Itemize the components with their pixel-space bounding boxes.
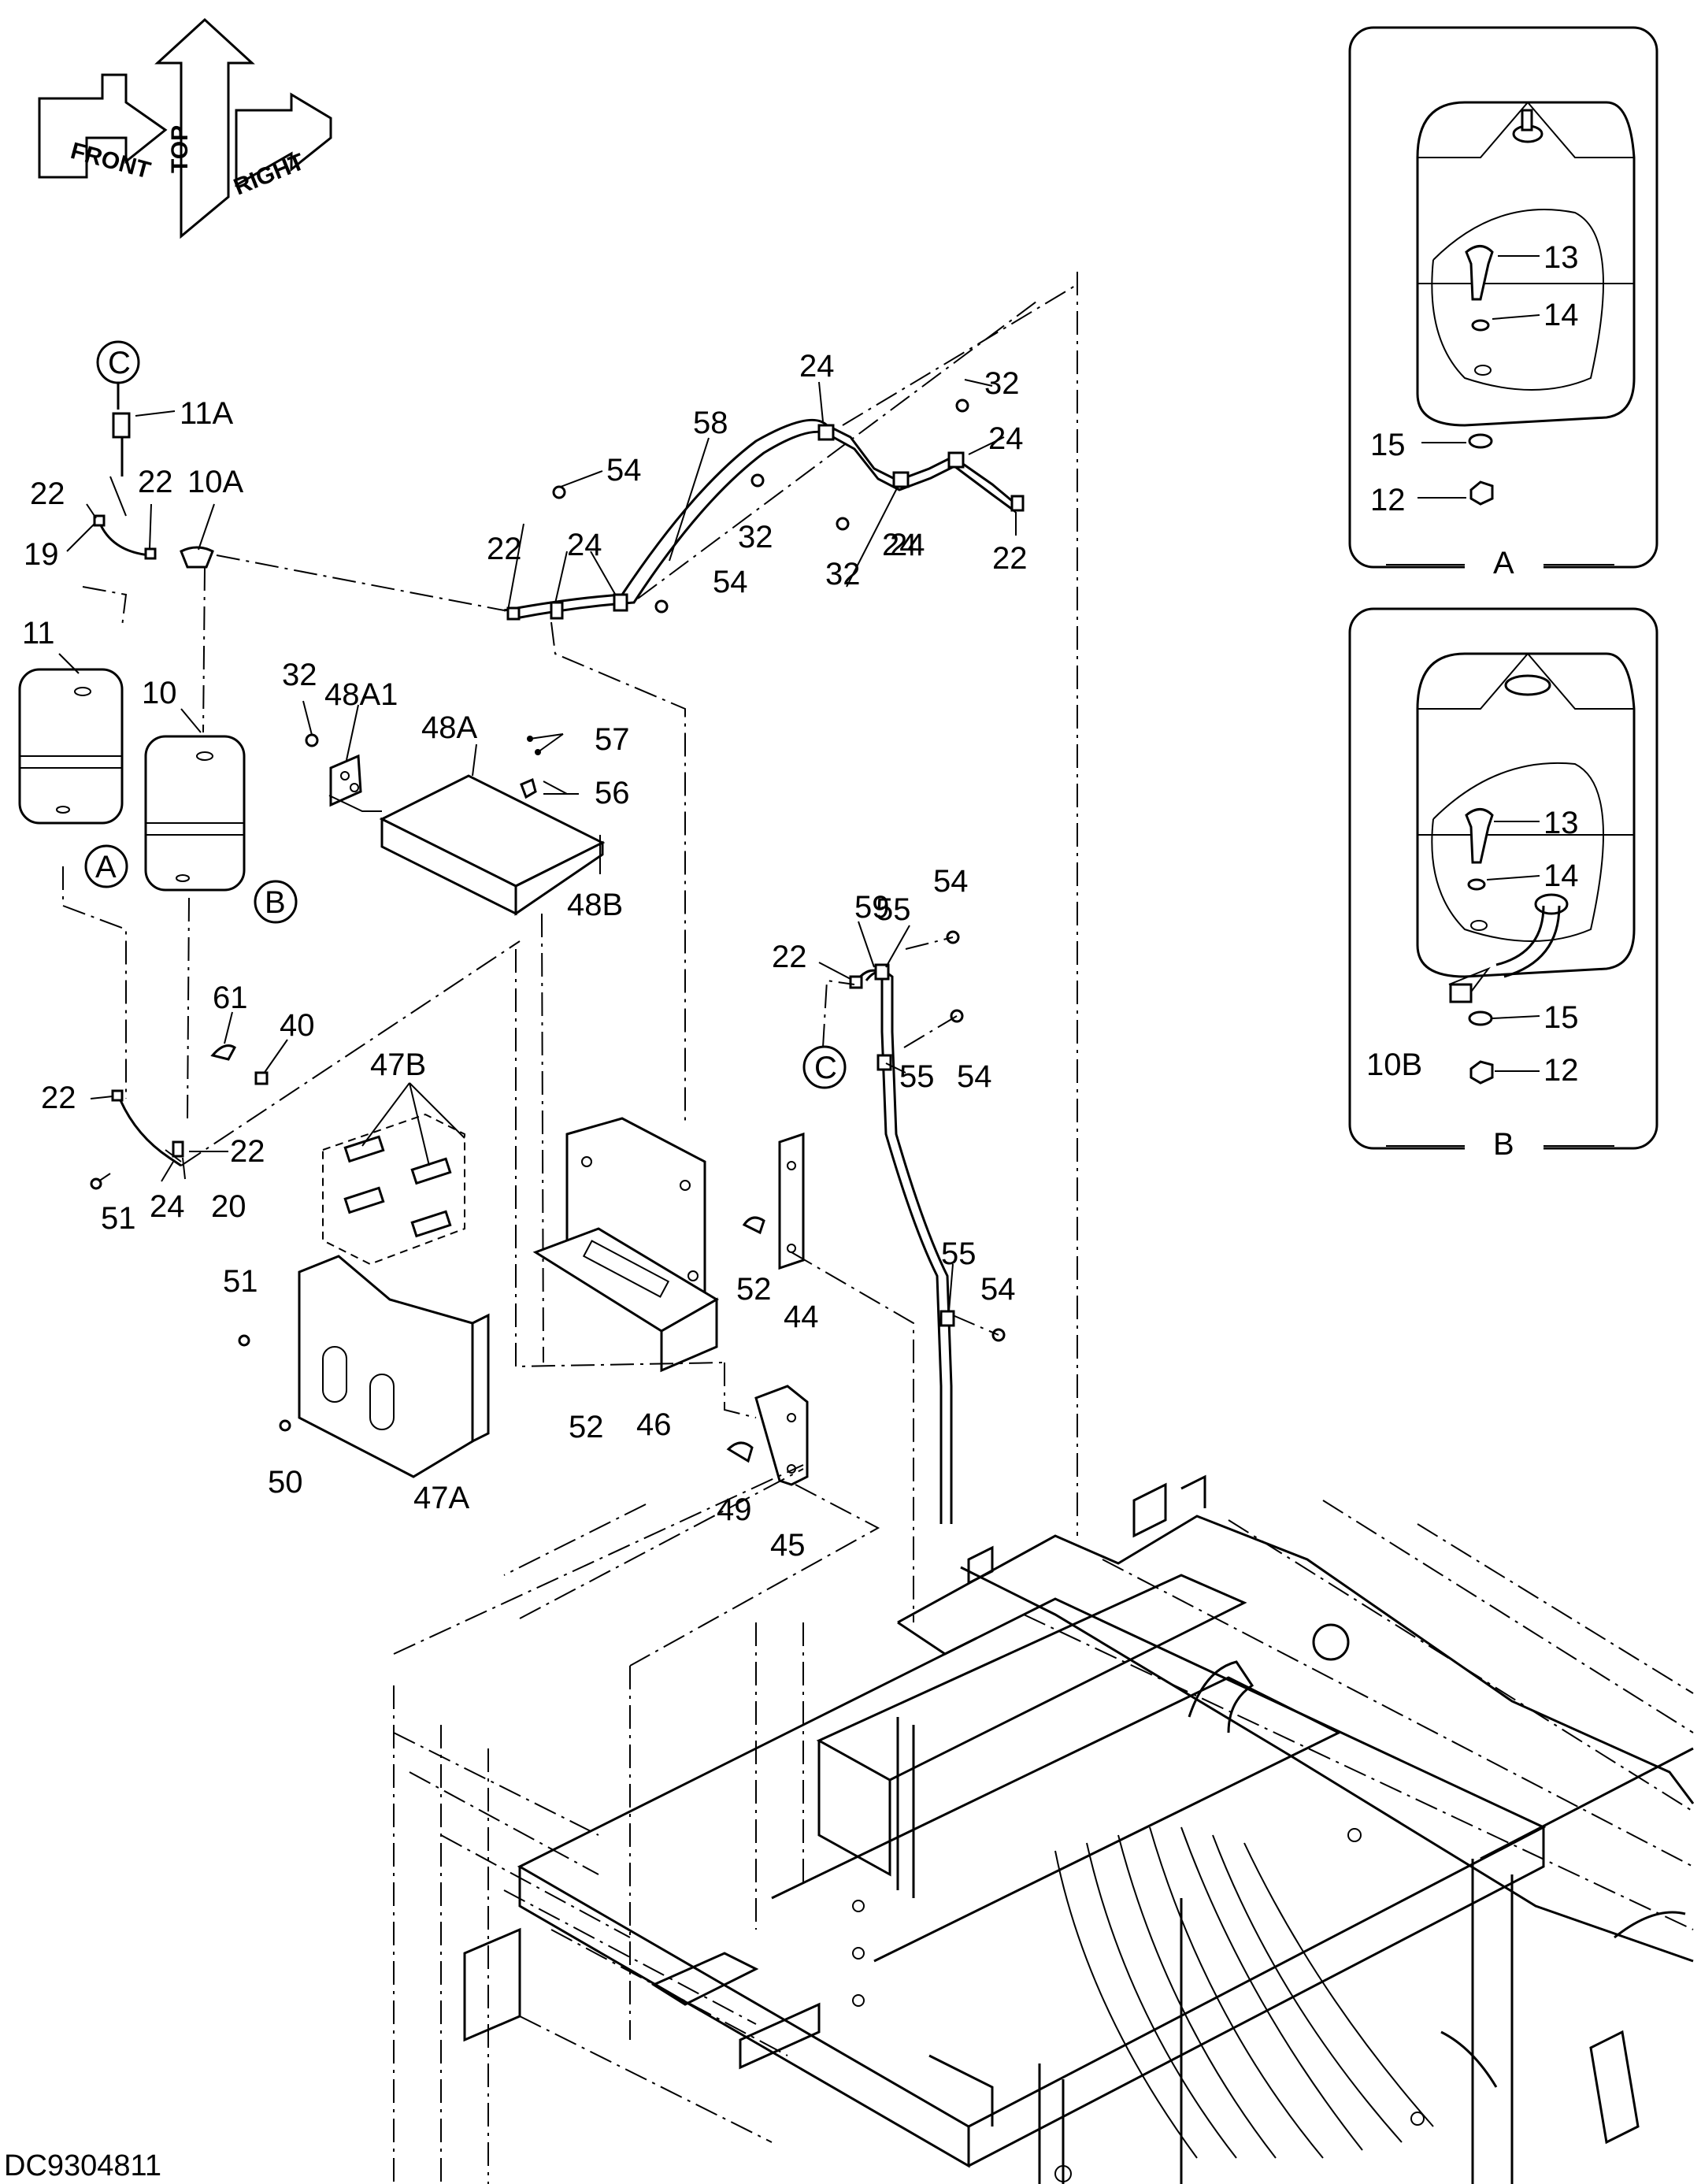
callout-45: 45 [770,1528,806,1563]
bracket-48a [305,733,606,916]
svg-text:C: C [108,346,131,380]
top-label: TOP [167,125,193,173]
callout-40: 40 [280,1008,315,1043]
callout-10: 10 [142,676,177,710]
guide-b [187,897,190,1119]
machine-frame [393,1464,1695,2184]
callout-57: 57 [595,722,630,757]
callout-13: 13 [1544,806,1579,840]
callout-55: 55 [876,892,911,927]
callout-32: 32 [825,557,861,591]
detail-a: A [1348,26,1658,583]
callout-24: 24 [988,421,1024,456]
callout-19: 19 [24,537,59,572]
callout-52: 52 [569,1410,604,1444]
labels-47b [322,1113,465,1266]
callout-47a: 47A [413,1481,469,1515]
callout-22: 22 [138,465,173,499]
callout-54: 54 [713,565,748,599]
callout-47b: 47B [370,1048,426,1082]
leader-lines [58,379,1017,1312]
callout-22: 22 [30,476,65,511]
drawing-code: DC9304811 [4,2149,161,2182]
callout-24: 24 [567,528,602,562]
callout-32: 32 [984,366,1020,401]
callout-52: 52 [736,1272,772,1307]
callout-22: 22 [41,1081,76,1115]
ref-circle-c-line: C [802,1045,847,1089]
callout-11a: 11A [180,396,234,431]
ref-circle-a: A [84,844,128,888]
callout-55: 55 [941,1237,976,1271]
cover-47a [238,1255,490,1478]
callout-48a1: 48A1 [324,677,398,712]
callout-61: 61 [213,981,248,1015]
callout-46: 46 [636,1407,672,1442]
callout-56: 56 [595,776,630,810]
svg-text:A: A [95,850,117,884]
callout-48b: 48B [567,888,623,922]
callout-48a: 48A [421,710,477,745]
callout-24: 24 [150,1189,185,1224]
right-label: RIGHT [230,149,308,201]
detail-b-title: B [1493,1127,1514,1162]
callout-44: 44 [784,1300,819,1334]
callout-32: 32 [282,658,317,692]
callout-22: 22 [230,1134,265,1169]
callout-55: 55 [899,1059,935,1094]
lower-left-hose [90,940,521,1190]
hose-59 [822,930,1006,1524]
callout-22: 22 [487,532,522,566]
callout-14: 14 [1544,298,1579,332]
bracket-48a-fasteners [527,733,568,1363]
detail-a-title: A [1493,546,1514,580]
svg-text:B: B [265,885,286,920]
callout-51: 51 [223,1264,258,1299]
washer-tank-10 [144,735,246,892]
hose-58 [503,283,1080,1126]
callout-54: 54 [957,1059,992,1094]
washer-tank-11 [18,668,124,825]
callout-58: 58 [693,406,728,440]
callout-51: 51 [101,1201,136,1236]
callout-54: 54 [980,1272,1016,1307]
upper-left-hoses [82,383,505,733]
detail-b: B [1348,607,1658,1164]
bracket-46 [515,949,725,1373]
ref-circle-c-top: C [96,340,140,384]
callout-12: 12 [1370,483,1406,517]
ref-circle-b: B [254,880,298,924]
callout-22: 22 [772,940,807,974]
guide-a [62,866,127,1099]
callout-14: 14 [1544,858,1579,893]
bracket-44 [742,1132,914,1622]
callout-24: 24 [799,349,835,384]
svg-text:C: C [814,1051,837,1085]
orientation-indicator: FRONT TOP RIGHT [38,17,332,239]
callout-24: 24 [882,528,917,562]
callout-22: 22 [992,541,1028,576]
callout-24: 24 [890,528,925,562]
callout-15: 15 [1544,1000,1579,1035]
callout-49: 49 [717,1492,752,1527]
callout-20: 20 [211,1189,246,1224]
callout-54: 54 [606,453,642,488]
callout-50: 50 [268,1465,303,1500]
callout-13: 13 [1544,240,1579,275]
callout-labels: 11A 22 22 10A 19 11 10 32 48A1 48A 57 56… [22,240,1579,1563]
callout-10a: 10A [187,465,243,499]
callout-10b: 10B [1366,1048,1422,1082]
callout-59: 59 [854,890,890,925]
callout-11: 11 [22,616,55,651]
callout-12: 12 [1544,1053,1579,1088]
callout-32: 32 [738,520,773,554]
callout-54: 54 [933,864,969,899]
callout-15: 15 [1370,428,1406,462]
